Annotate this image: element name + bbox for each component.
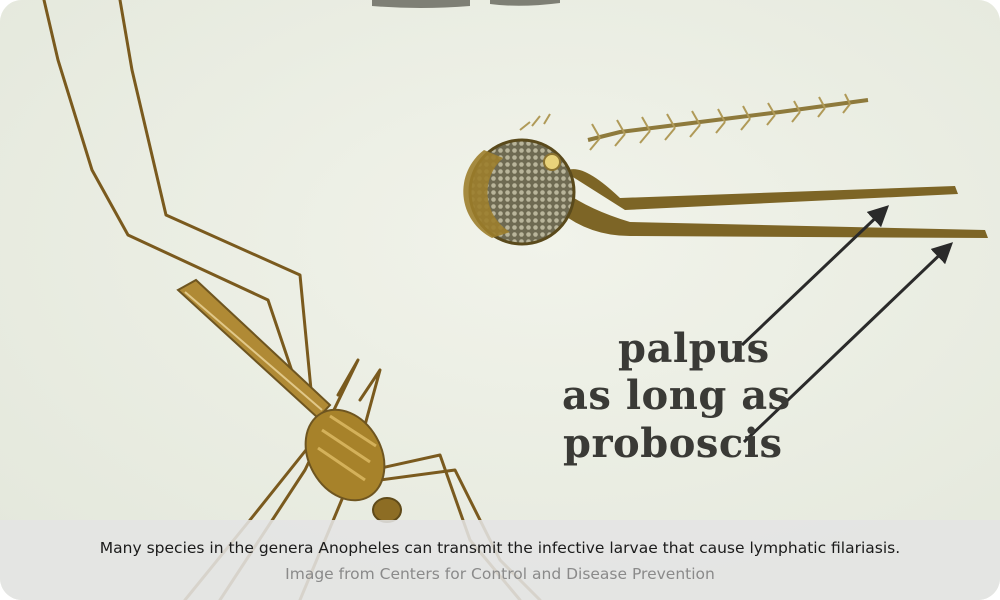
caption-bar: Many species in the genera Anopheles can… <box>0 520 1000 600</box>
label-palpus: palpus <box>618 325 770 372</box>
arrow-to-palpus <box>740 205 890 347</box>
mosquito-body <box>304 408 402 523</box>
caption-credit: Image from Centers for Control and Disea… <box>285 565 715 583</box>
label-as-long-as: as long as <box>562 372 791 419</box>
cropped-heading-fragment <box>372 0 560 8</box>
arrow-to-proboscis <box>742 242 954 444</box>
label-proboscis: proboscis <box>563 420 783 467</box>
caption-text: Many species in the genera Anopheles can… <box>99 539 901 557</box>
mosquito-head-detail <box>463 93 988 246</box>
